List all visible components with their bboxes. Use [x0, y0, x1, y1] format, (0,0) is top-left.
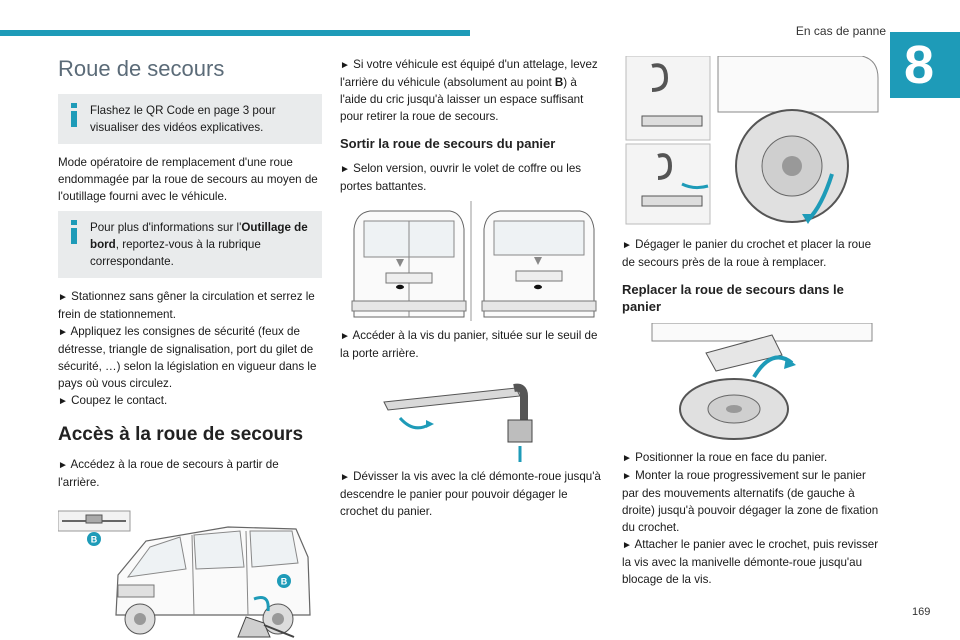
wheel-wrench-illustration: [383, 383, 533, 462]
section-heading: Accès à la roue de secours: [58, 424, 304, 445]
section-title: En cas de panne: [795, 24, 886, 38]
rear-doors-illustration: [351, 201, 597, 321]
info-text: Pour plus d'informations sur l'Outillage…: [90, 219, 312, 270]
step-bullet-icon: ►: [622, 453, 632, 464]
step-text-bold: B: [554, 76, 564, 89]
column-3: ► Dégager le panier du crochet et placer…: [622, 56, 884, 594]
vehicle-jack-illustration: B B: [58, 510, 311, 638]
step-item: ► Appliquez les consignes de sécurité (f…: [58, 323, 322, 392]
step-text: Stationnez sans gêner la circulation et …: [58, 290, 315, 321]
step-item: ► Accéder à la vis du panier, située sur…: [340, 327, 602, 362]
step-text: Coupez le contact.: [71, 394, 168, 407]
step-text: Positionner la roue en face du panier.: [635, 451, 828, 464]
subsection-heading: Sortir la roue de secours du panier: [340, 136, 556, 151]
step-item: ► Si votre véhicule est équipé d'un atte…: [340, 56, 602, 125]
step-bullet-icon: ►: [622, 471, 632, 482]
step-text: Dégager le panier du crochet et placer l…: [622, 238, 872, 269]
step-item: ► Dégager le panier du crochet et placer…: [622, 236, 884, 271]
intro-text: Mode opératoire de remplacement d'une ro…: [58, 156, 318, 203]
step-text: Accédez à la roue de secours à partir de…: [58, 458, 279, 489]
step-text: Attacher le panier avec le crochet, puis…: [622, 538, 879, 586]
step-text: Accéder à la vis du panier, située sur l…: [340, 329, 598, 360]
page-title: Roue de secours: [58, 56, 225, 81]
step-text: Monter la roue progressivement sur le pa…: [622, 469, 879, 534]
step-item: ► Attacher le panier avec le crochet, pu…: [622, 536, 884, 588]
step-text: ) à l'aide du cric jusqu'à laisser un es…: [340, 76, 584, 123]
step-text: Si votre véhicule est équipé d'un attela…: [340, 58, 598, 89]
step-bullet-icon: ►: [58, 292, 68, 303]
info-box-qr: Flashez le QR Code en page 3 pour visual…: [58, 94, 322, 144]
column-1: Roue de secours Flashez le QR Code en pa…: [58, 56, 322, 640]
marker-b-icon: [277, 574, 291, 588]
step-bullet-icon: ►: [58, 327, 68, 338]
step-text: Appliquez les consignes de sécurité (feu…: [58, 325, 317, 390]
info-icon: [71, 220, 77, 244]
info-text-bold: Outillage de bord: [90, 221, 308, 251]
info-text-post: , reportez-vous à la rubrique correspond…: [90, 238, 261, 268]
step-bullet-icon: ►: [58, 460, 68, 471]
replace-wheel-illustration: [651, 323, 873, 440]
step-text: Dévisser la vis avec la clé démonte-roue…: [340, 470, 601, 518]
marker-b-label: B: [281, 577, 288, 587]
step-bullet-icon: ►: [340, 60, 350, 71]
marker-b-icon: [87, 532, 101, 546]
step-text: Selon version, ouvrir le volet de coffre…: [340, 162, 582, 193]
page-number: 169: [912, 606, 931, 618]
step-item: ► Stationnez sans gêner la circulation e…: [58, 288, 322, 323]
step-bullet-icon: ►: [340, 472, 350, 483]
step-item: ► Selon version, ouvrir le volet de coff…: [340, 160, 602, 195]
step-item: ► Accédez à la roue de secours à partir …: [58, 456, 322, 491]
info-box-tools: Pour plus d'informations sur l'Outillage…: [58, 211, 322, 278]
step-bullet-icon: ►: [340, 164, 350, 175]
chapter-number-badge: 8: [890, 32, 960, 98]
step-item: ► Monter la roue progressivement sur le …: [622, 467, 884, 536]
step-bullet-icon: ►: [622, 540, 632, 551]
column-2: ► Si votre véhicule est équipé d'un atte…: [340, 56, 602, 526]
step-item: ► Dévisser la vis avec la clé démonte-ro…: [340, 468, 602, 520]
marker-b-label: B: [91, 535, 98, 545]
info-icon: [71, 103, 77, 127]
header-accent-bar: [0, 30, 470, 36]
step-bullet-icon: ►: [340, 331, 350, 342]
info-text-pre: Pour plus d'informations sur l': [90, 221, 242, 234]
step-bullet-icon: ►: [622, 240, 632, 251]
basket-hook-illustration: [625, 56, 879, 225]
step-bullet-icon: ►: [58, 396, 68, 407]
step-item: ► Coupez le contact.: [58, 392, 322, 410]
info-text: Flashez le QR Code en page 3 pour visual…: [90, 104, 276, 134]
step-item: ► Positionner la roue en face du panier.: [622, 449, 884, 467]
subsection-heading: Replacer la roue de secours dans le pani…: [622, 282, 844, 314]
